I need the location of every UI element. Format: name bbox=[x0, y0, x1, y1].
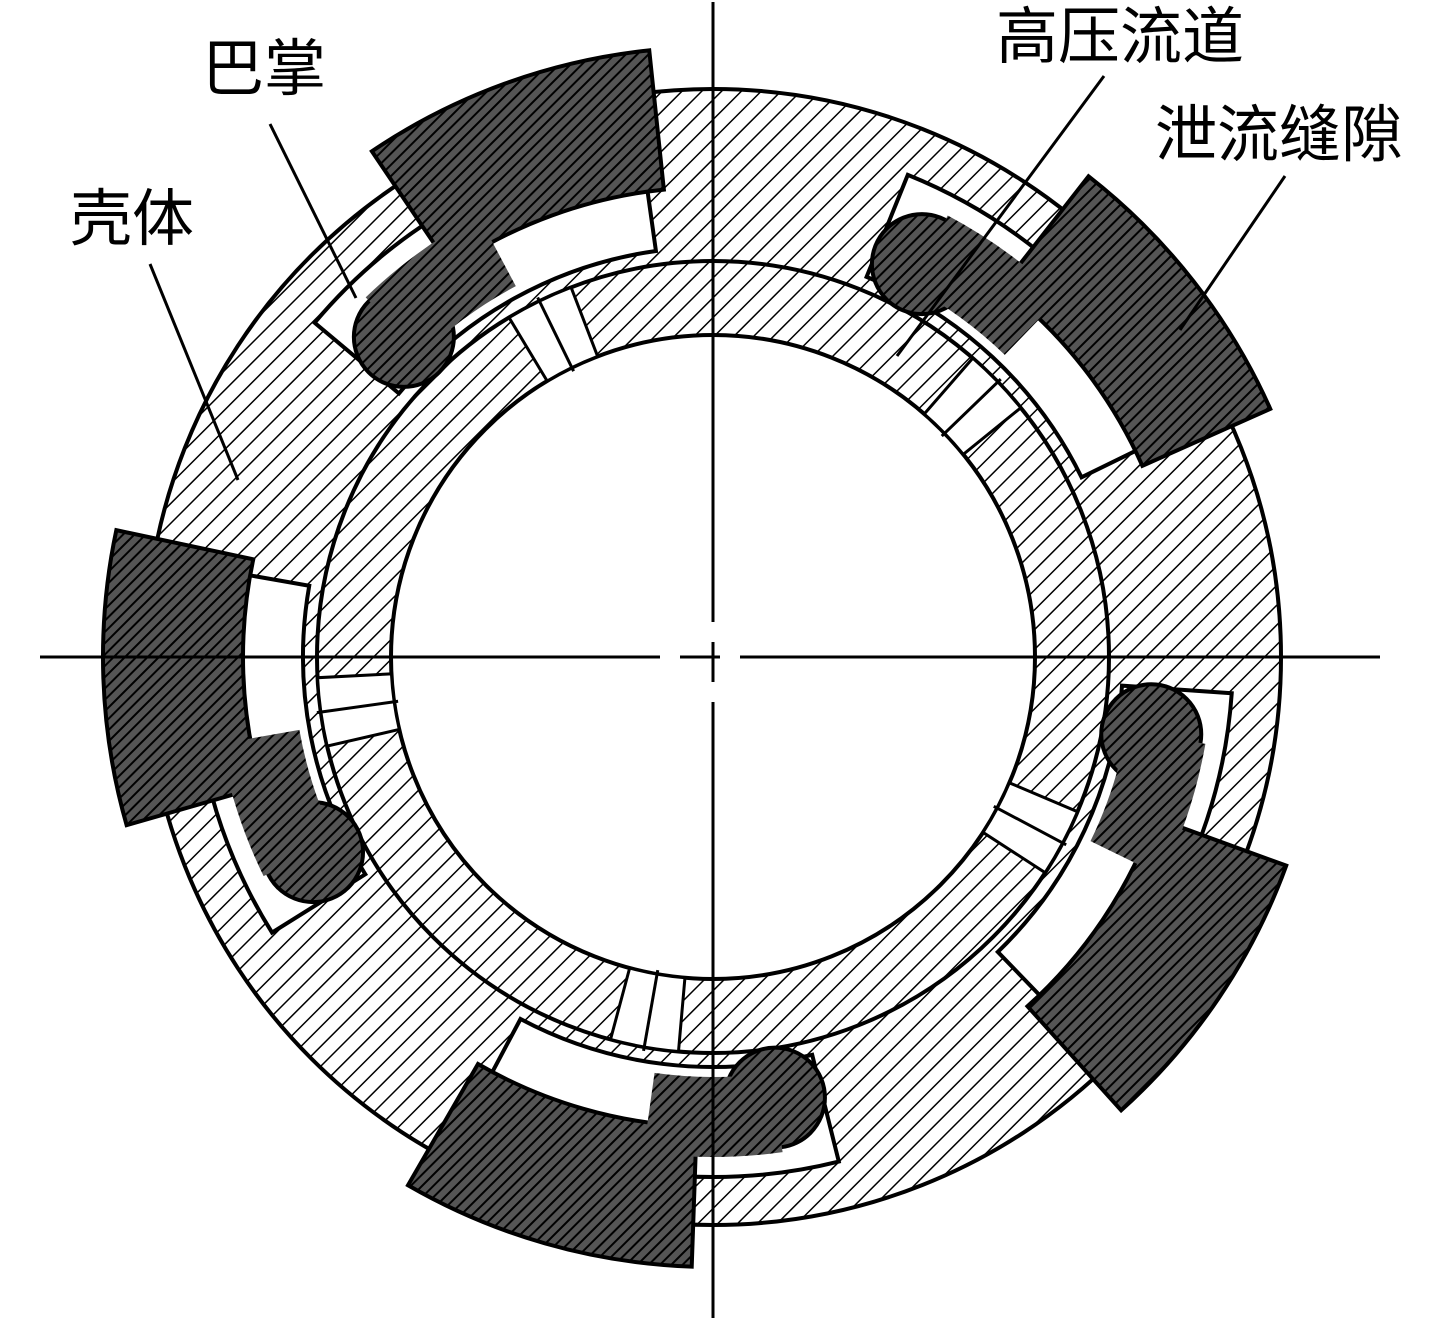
pad-body bbox=[999, 173, 1273, 469]
pad-neck bbox=[1090, 729, 1206, 877]
leader-lines bbox=[148, 75, 1287, 481]
port-divider bbox=[940, 378, 1002, 438]
sleeve-port bbox=[506, 285, 600, 384]
center-lines bbox=[40, 2, 1388, 1318]
label-high-pressure-channel: 高压流道 bbox=[996, 0, 1244, 73]
port-divider bbox=[316, 699, 399, 715]
leader-high-pressure-channel bbox=[895, 75, 1106, 357]
label-leakage-gap: 泄流缝隙 bbox=[1155, 98, 1403, 171]
pad-neck bbox=[910, 215, 1061, 355]
sleeve-port bbox=[608, 966, 687, 1054]
port-divider bbox=[642, 969, 660, 1052]
pad-neck bbox=[365, 215, 516, 355]
pad-body bbox=[369, 48, 667, 271]
sleeve-port bbox=[980, 780, 1080, 875]
pad-body bbox=[405, 1061, 699, 1269]
sleeve-port bbox=[315, 672, 402, 748]
labels: 壳体 巴掌 高压流道 泄流缝隙 bbox=[70, 0, 1403, 255]
pad-body bbox=[101, 527, 264, 828]
pad-body bbox=[1024, 815, 1289, 1114]
leader-leakage-gap bbox=[1178, 175, 1287, 331]
sleeve-ports bbox=[315, 285, 1080, 1054]
leader-pad bbox=[268, 123, 358, 299]
leader-housing bbox=[148, 263, 240, 481]
port-divider bbox=[536, 296, 575, 372]
label-housing: 壳体 bbox=[70, 182, 194, 255]
label-pad: 巴掌 bbox=[202, 32, 326, 105]
port-divider bbox=[993, 804, 1067, 847]
pads bbox=[101, 48, 1289, 1269]
pad-neck bbox=[220, 729, 336, 877]
